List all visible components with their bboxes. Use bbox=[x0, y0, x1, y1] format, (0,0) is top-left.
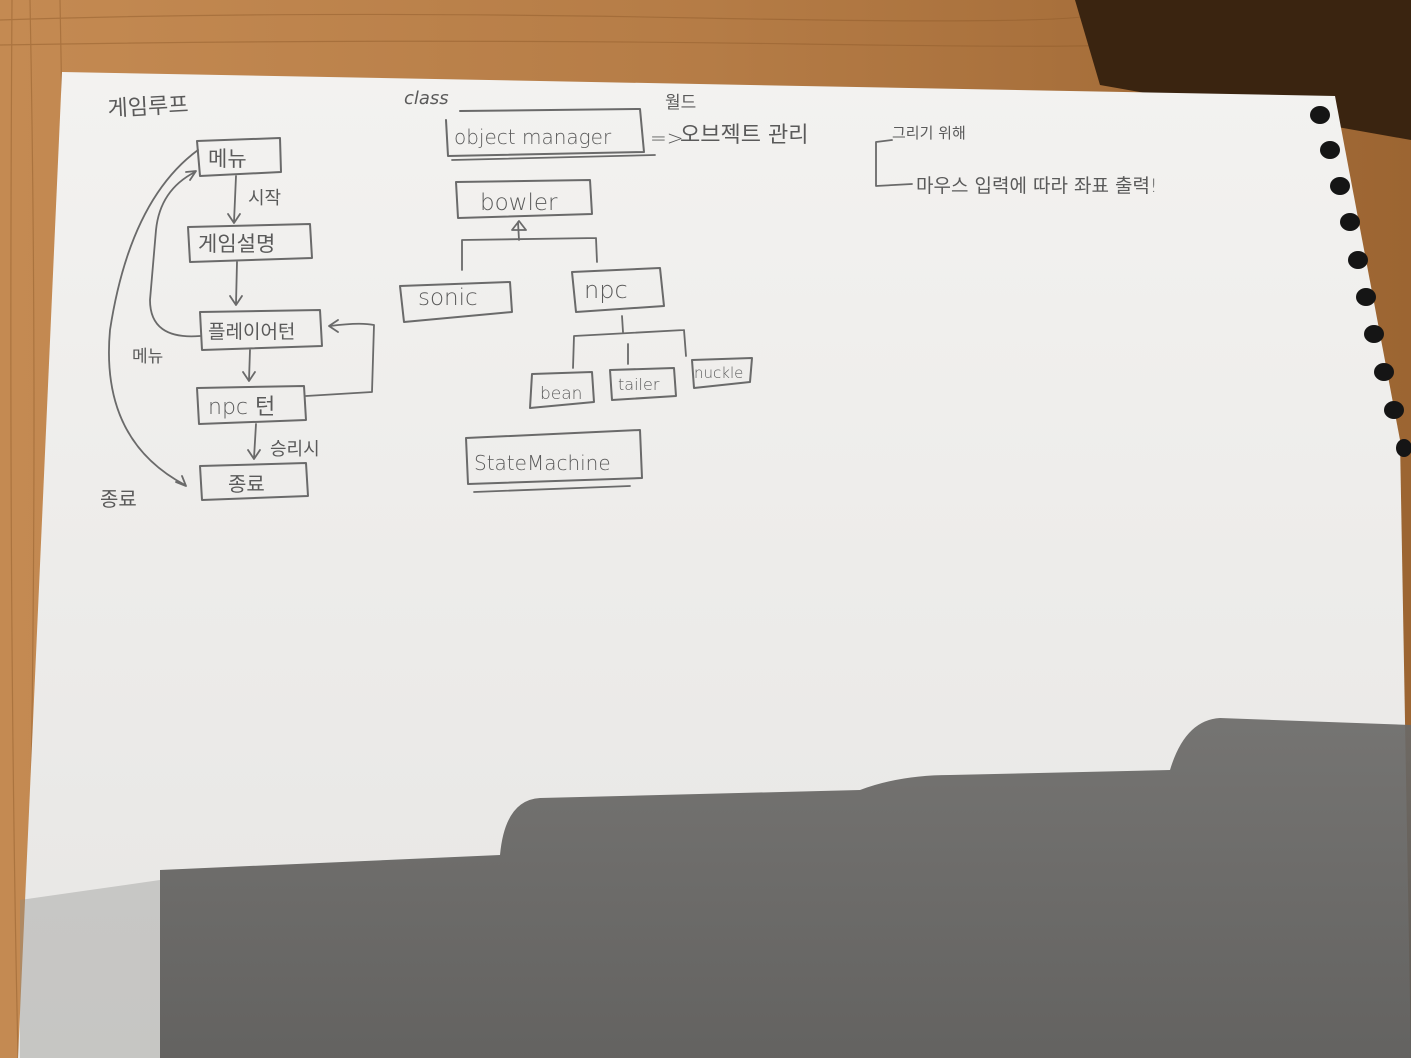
game-loop-flowchart: 게임루프 메뉴 시작 게임설명 플레이어턴 npc 턴 승리시 종료 메뉴 bbox=[100, 93, 375, 511]
inherit-npc-children bbox=[572, 315, 687, 369]
npc-label: npc bbox=[584, 276, 628, 304]
nuckle-box bbox=[691, 357, 753, 389]
class-diagram: class 월드 object manager => 오브젝트 관리 bowle… bbox=[399, 88, 808, 493]
draw-bracket bbox=[875, 139, 913, 187]
arrow-symbol: => bbox=[650, 126, 684, 150]
arrow-menu-to-desc bbox=[227, 175, 241, 224]
draw-note: 그리기 위해 마우스 입력에 따라 좌표 출력! bbox=[875, 124, 1158, 197]
npc-turn-label: npc 턴 bbox=[208, 395, 275, 420]
game-desc-label: 게임설명 bbox=[198, 232, 275, 256]
tailer-label: tailer bbox=[618, 375, 660, 394]
start-label: 시작 bbox=[248, 188, 281, 209]
arrow-npc-to-end bbox=[247, 423, 261, 460]
sonic-label: sonic bbox=[418, 285, 478, 311]
draw-title: 그리기 위해 bbox=[892, 124, 966, 142]
end-side-label: 종료 bbox=[100, 487, 137, 511]
arrow-menu-to-end bbox=[108, 149, 199, 487]
phone-shadow bbox=[160, 718, 1411, 1058]
arrow-player-to-menu bbox=[149, 170, 201, 338]
object-manager-label: object manager bbox=[454, 125, 612, 149]
object-manager-box bbox=[445, 108, 645, 157]
bean-box bbox=[529, 371, 595, 409]
object-manager-underline bbox=[451, 154, 656, 161]
npc-box bbox=[571, 267, 665, 313]
menu-box-label: 메뉴 bbox=[208, 147, 247, 171]
draw-desc: 마우스 입력에 따라 좌표 출력! bbox=[916, 175, 1158, 197]
state-machine-underline bbox=[473, 485, 631, 493]
menu-box bbox=[196, 137, 282, 177]
menu-side-label: 메뉴 bbox=[132, 347, 163, 367]
loop-npc-to-player bbox=[305, 319, 375, 397]
game-desc-box bbox=[187, 223, 313, 263]
state-machine-box bbox=[465, 429, 643, 485]
state-machine-label: StateMachine bbox=[474, 451, 611, 475]
game-loop-title: 게임루프 bbox=[107, 93, 189, 122]
arrow-player-to-npc bbox=[242, 349, 256, 382]
bowler-box bbox=[455, 179, 593, 219]
on-win-label: 승리시 bbox=[270, 439, 320, 460]
world-label: 월드 bbox=[665, 93, 696, 113]
end-box bbox=[199, 462, 309, 501]
tailer-box bbox=[609, 367, 677, 401]
player-turn-box bbox=[199, 309, 323, 351]
arrow-desc-to-player bbox=[229, 261, 243, 306]
nuckle-label: nuckle bbox=[694, 364, 743, 382]
binding-holes bbox=[1310, 106, 1411, 457]
bowler-label: bowler bbox=[480, 190, 558, 216]
phone-shadow-edge bbox=[20, 880, 160, 1058]
npc-turn-box bbox=[196, 385, 307, 425]
inherit-bowler-children bbox=[461, 220, 598, 271]
bean-label: bean bbox=[540, 384, 582, 404]
sonic-box bbox=[399, 281, 513, 323]
end-box-label: 종료 bbox=[228, 472, 265, 496]
class-title: class bbox=[404, 88, 449, 109]
player-turn-label: 플레이어턴 bbox=[208, 321, 295, 343]
object-manage-desc: 오브젝트 관리 bbox=[680, 123, 808, 148]
